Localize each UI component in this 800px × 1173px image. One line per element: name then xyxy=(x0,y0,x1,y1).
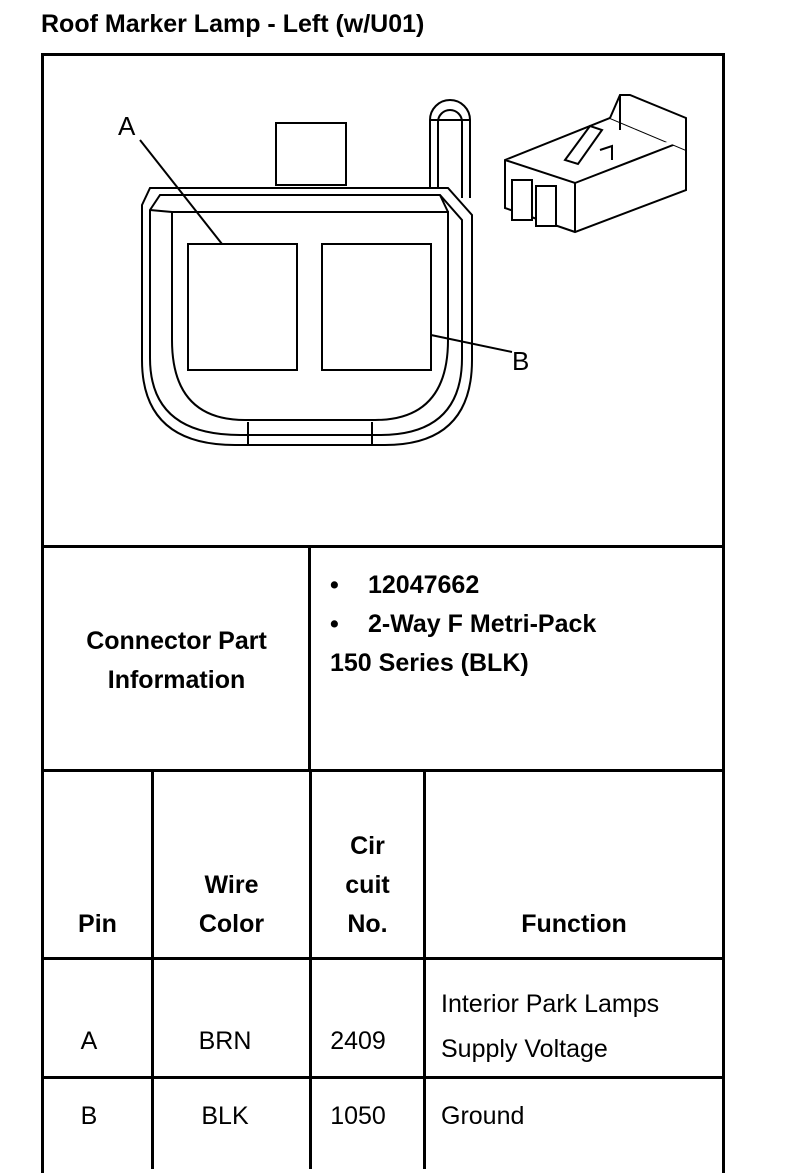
callout-line-b xyxy=(430,334,513,353)
connector-latch-tab xyxy=(275,122,347,186)
divider-circuit-column xyxy=(423,769,426,1169)
connector-diagram: A B xyxy=(118,94,687,446)
divider-diagram xyxy=(41,545,725,548)
row-a-wire-color: BRN xyxy=(198,1027,252,1055)
divider-info xyxy=(41,769,725,772)
header-wire-color: Wire Color xyxy=(154,866,309,944)
header-wire-color-line1: Wire xyxy=(204,871,259,899)
connector-info-label-line2: Information xyxy=(107,666,246,694)
list-item: • 12047662 xyxy=(330,566,720,605)
header-circuit-line1: Cir xyxy=(350,832,385,860)
header-function: Function xyxy=(521,910,627,938)
row-a-circuit: 2409 xyxy=(330,1027,386,1055)
divider-row-a xyxy=(41,1076,725,1079)
header-wire-color-line2: Color xyxy=(198,910,265,938)
bullet-icon: • xyxy=(330,571,339,599)
callout-label-a: A xyxy=(118,111,136,141)
callout-line-a xyxy=(139,139,223,245)
row-b-circuit: 1050 xyxy=(330,1102,386,1130)
cavity-b xyxy=(321,243,432,371)
connector-isometric-view xyxy=(504,94,687,234)
row-b-pin: B xyxy=(80,1102,98,1130)
header-pin: Pin xyxy=(78,910,117,938)
cavity-a xyxy=(187,243,298,371)
header-circuit-line2: cuit xyxy=(345,871,390,899)
connector-info-label: Connector Part Information xyxy=(44,622,309,700)
connector-info-label-line1: Connector Part xyxy=(86,627,267,655)
list-item: • 2-Way F Metri-Pack xyxy=(330,605,720,644)
header-circuit: Cir cuit No. xyxy=(312,827,423,944)
row-a-function-line1: Interior Park Lamps xyxy=(441,990,660,1018)
connector-table-frame xyxy=(41,53,725,1173)
divider-pin-column xyxy=(151,769,154,1169)
row-a-pin: A xyxy=(80,1027,98,1055)
row-a-function: Interior Park Lamps Supply Voltage xyxy=(441,982,721,1072)
connector-latch-arm xyxy=(429,99,471,198)
connector-face xyxy=(171,211,449,421)
bullet-icon: • xyxy=(330,610,339,638)
divider-color-column xyxy=(309,769,312,1169)
row-b-wire-color: BLK xyxy=(201,1102,249,1130)
callout-label-b: B xyxy=(512,346,529,376)
header-circuit-line3: No. xyxy=(347,910,388,938)
divider-header xyxy=(41,957,725,960)
connector-info-list: • 12047662 • 2-Way F Metri-Pack 150 Seri… xyxy=(330,566,720,683)
page-title: Roof Marker Lamp - Left (w/U01) xyxy=(41,10,425,38)
divider-info-column xyxy=(308,545,311,772)
connector-series: 150 Series (BLK) xyxy=(330,649,529,677)
row-b-function: Ground xyxy=(441,1102,525,1130)
connector-type: 2-Way F Metri-Pack xyxy=(368,610,597,638)
part-number: 12047662 xyxy=(368,571,480,599)
row-a-function-line2: Supply Voltage xyxy=(441,1035,608,1063)
